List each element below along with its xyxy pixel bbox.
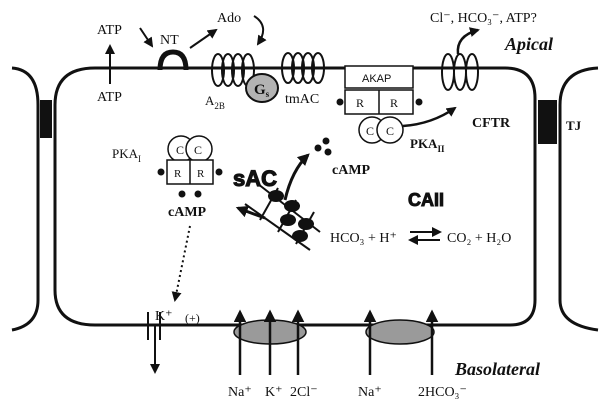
- atp-in-label: ATP: [97, 90, 122, 105]
- gs-icon: [245, 73, 279, 103]
- sac-bead-2: [284, 200, 300, 212]
- pka1-c2-label: C: [194, 143, 202, 157]
- sac-label: sAC: [233, 166, 277, 191]
- sac-strand-1: [244, 203, 311, 251]
- cell-membrane: [11, 66, 599, 332]
- a2b-helix-1: [211, 53, 225, 87]
- carbonic-anhydrase: CAII HCO₃ + H⁺ CO₂ + H₂O: [330, 190, 511, 247]
- reaction-right: CO₂ + H₂O: [447, 231, 511, 246]
- right-neighbor-cell: [558, 66, 599, 332]
- pka1-c1-label: C: [176, 143, 184, 157]
- pka2-camp-dot-left: [336, 98, 344, 106]
- pka2-r1-label: R: [356, 96, 364, 110]
- pka2-r2-label: R: [390, 96, 398, 110]
- na-label: Na⁺: [228, 385, 252, 400]
- pka2-camp-dot-right: [415, 98, 423, 106]
- cftr-helix-1: [441, 53, 455, 91]
- pka1-r2-label: R: [197, 168, 205, 180]
- secreted-ions-label: Cl⁻, HCO₃⁻, ATP?: [430, 11, 537, 26]
- tmac-label: tmAC: [285, 92, 319, 107]
- pka2-c1-label: C: [366, 124, 374, 138]
- pka2-c2-label: C: [386, 124, 394, 138]
- pka2-c2: [376, 116, 404, 144]
- ca2-label: CAII: [408, 190, 444, 210]
- pka1-to-k-channel-arrow: [171, 225, 191, 302]
- sac-to-camp-arrow: [283, 153, 310, 201]
- tight-junctions: TJ: [40, 100, 582, 144]
- k-label: K⁺: [265, 385, 283, 400]
- cftr-helix-3: [465, 53, 479, 91]
- k-channel-sign: (+): [185, 311, 200, 325]
- nbc-cotransporter: Na⁺ 2HCO₃⁻: [358, 309, 467, 400]
- sac-enzyme: sAC cAMP: [232, 137, 371, 251]
- sac-bead-1: [268, 190, 284, 202]
- nt-icon: [157, 49, 189, 71]
- pka1-dot-right: [215, 168, 223, 176]
- pka1-dot-left: [157, 168, 165, 176]
- nkcc-cotransporter: Na⁺ K⁺ 2Cl⁻: [228, 309, 318, 400]
- center-camp-dot-3: [324, 148, 332, 156]
- nbc-body: [365, 319, 435, 345]
- nt-enzyme: NT: [139, 27, 218, 71]
- pka2-label: PKAII: [410, 136, 445, 154]
- a2b-helix-3: [231, 53, 245, 87]
- atp-release: ATP ATP: [97, 23, 122, 105]
- a2b-label: A2B: [205, 93, 225, 111]
- hco3-label: 2HCO₃⁻: [418, 385, 467, 400]
- sac-bead-3: [280, 214, 296, 226]
- sac-bead-5: [292, 230, 308, 242]
- pka1-camp-dot-1: [178, 190, 186, 198]
- center-camp-dot-2: [322, 137, 330, 145]
- left-neighbor-cell: [11, 66, 40, 332]
- gs-protein: Gs: [245, 73, 279, 103]
- k-channel: K⁺ (+): [147, 309, 200, 374]
- nt-to-ado-arrow: [189, 28, 218, 49]
- pka1-complex: PKAI C C R R cAMP: [112, 135, 223, 302]
- cftr-channel: [441, 27, 480, 91]
- tmac-enzyme: [281, 52, 325, 84]
- atp-out-label: ATP: [97, 23, 122, 38]
- pka1-r1-label: R: [174, 168, 182, 180]
- cftr-secretion-arrow: [456, 27, 480, 55]
- tmac-helix-3: [301, 52, 315, 84]
- camp-left-label: cAMP: [168, 205, 207, 220]
- na2-label: Na⁺: [358, 385, 382, 400]
- center-camp-dot-1: [314, 144, 322, 152]
- nt-label: NT: [160, 33, 179, 48]
- tmac-helix-2: [291, 52, 305, 84]
- pka1-label: PKAI: [112, 146, 141, 164]
- pka2-to-cftr-arrow: [402, 106, 457, 128]
- tmac-helix-4: [311, 52, 325, 84]
- atp-to-nt-arrow: [139, 27, 154, 48]
- pka1-camp-dot-2: [194, 190, 202, 198]
- k-channel-label: K⁺: [155, 309, 173, 324]
- cl-label: 2Cl⁻: [290, 385, 318, 400]
- tmac-helix-1: [281, 52, 295, 84]
- akap-pka2-complex: AKAP R R C C PKAII: [336, 65, 457, 154]
- reaction-left: HCO₃ + H⁺: [330, 231, 397, 246]
- ado-label: Ado: [217, 11, 241, 26]
- a2b-helix-2: [221, 53, 235, 87]
- tight-junction-right: [538, 100, 557, 144]
- akap-box: [344, 65, 414, 89]
- tj-label: TJ: [566, 118, 582, 133]
- cftr-label: CFTR: [472, 116, 511, 131]
- tight-junction-left: [40, 100, 52, 138]
- apical-label: Apical: [504, 34, 553, 54]
- akap-label: AKAP: [362, 73, 391, 85]
- camp-center-label: cAMP: [332, 163, 371, 178]
- ado-binding-arrow: [253, 15, 267, 46]
- main-cell-outline: [53, 66, 537, 327]
- ado: Ado: [217, 11, 267, 46]
- sac-bead-4: [298, 218, 314, 230]
- sac-to-pka1-arrow: [235, 205, 266, 220]
- basolateral-label: Basolateral: [454, 359, 540, 379]
- cftr-helix-2: [453, 53, 467, 91]
- gs-label: Gs: [254, 82, 270, 99]
